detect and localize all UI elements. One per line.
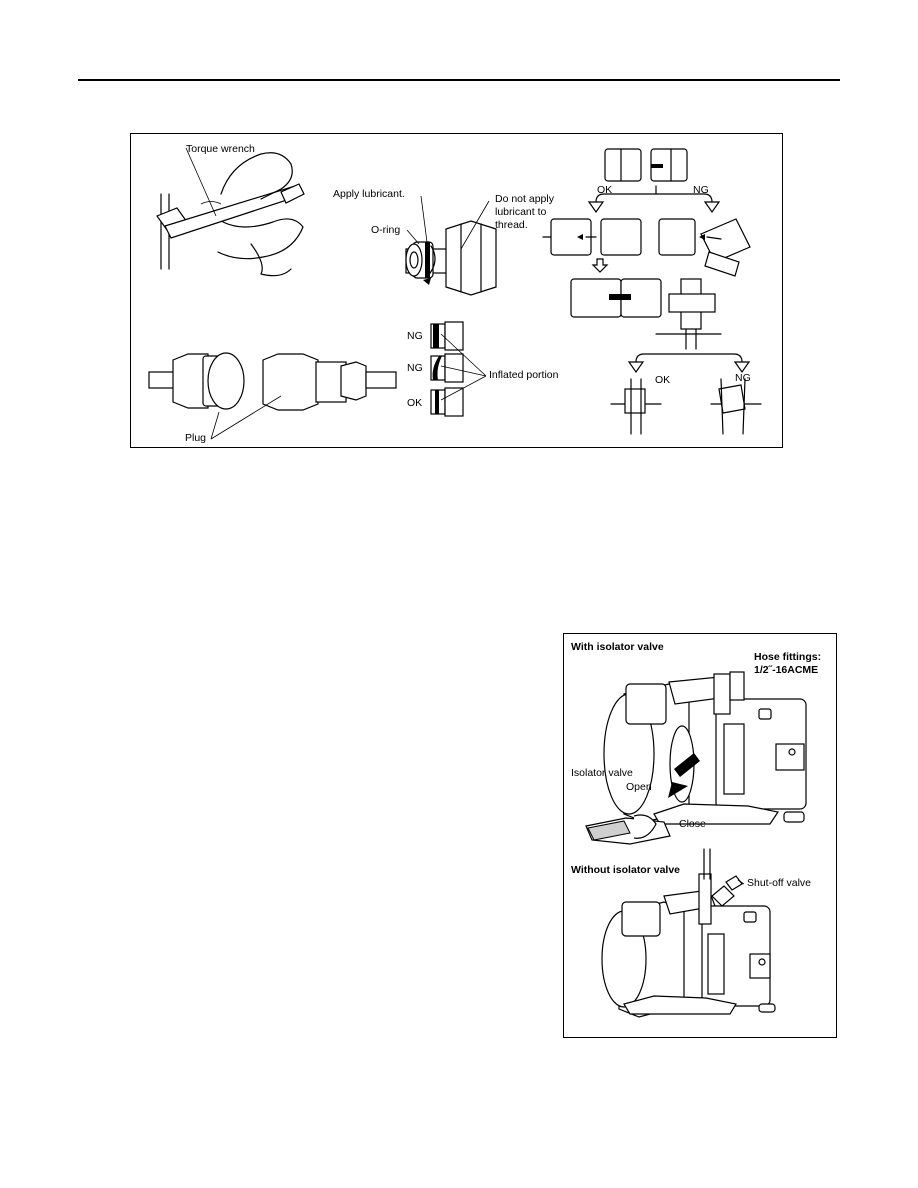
plug-label: Plug (185, 432, 207, 444)
ok-top-label: OK (597, 184, 613, 196)
torque-wrench-drawing (156, 147, 305, 277)
isolator-valve-label: Isolator valve (571, 767, 633, 779)
hose-fittings-label-line1: Hose fittings: (754, 651, 822, 663)
ok-bottom-label: OK (655, 374, 671, 386)
shut-off-valve-label: Shut-off valve (747, 877, 812, 889)
connection-illustration-drawing (148, 147, 762, 440)
o-ring-label: O-ring (371, 224, 401, 236)
do-not-apply-label-line2: lubricant to (495, 206, 547, 218)
vacuum-pump-figure: With isolator valve Hose fittings: 1/2˝-… (563, 633, 837, 1038)
do-not-apply-label-line1: Do not apply (495, 193, 554, 205)
without-isolator-valve-title: Without isolator valve (571, 864, 681, 876)
ng-bottom-label: NG (735, 372, 751, 384)
pump-with-isolator-drawing (585, 671, 807, 845)
pump-without-isolator-drawing (601, 848, 776, 1018)
o-ring-fitting-drawing (405, 195, 497, 296)
coupling-diagrams (542, 148, 762, 435)
close-label: Close (679, 818, 706, 830)
do-not-apply-label-line3: thread. (495, 219, 528, 231)
plug-drawings (148, 352, 397, 440)
apply-lubricant-label: Apply lubricant. (333, 188, 405, 200)
ng-ring-label-2: NG (407, 362, 423, 374)
connection-illustration-figure: Torque wrench Apply lubricant. Do not ap… (130, 133, 783, 448)
ng-top-label: NG (693, 184, 709, 196)
inflated-portion-label: Inflated portion (489, 369, 559, 381)
with-isolator-valve-title: With isolator valve (571, 641, 664, 653)
ok-ring-label: OK (407, 397, 423, 409)
vacuum-pump-drawing (585, 671, 807, 1018)
open-label: Open (626, 781, 652, 793)
header-rule (78, 79, 840, 81)
ng-ring-label-1: NG (407, 330, 423, 342)
torque-wrench-label: Torque wrench (186, 143, 255, 155)
hose-fittings-label-line2: 1/2˝-16ACME (754, 664, 819, 676)
o-ring-inflation-drawings (430, 321, 487, 417)
